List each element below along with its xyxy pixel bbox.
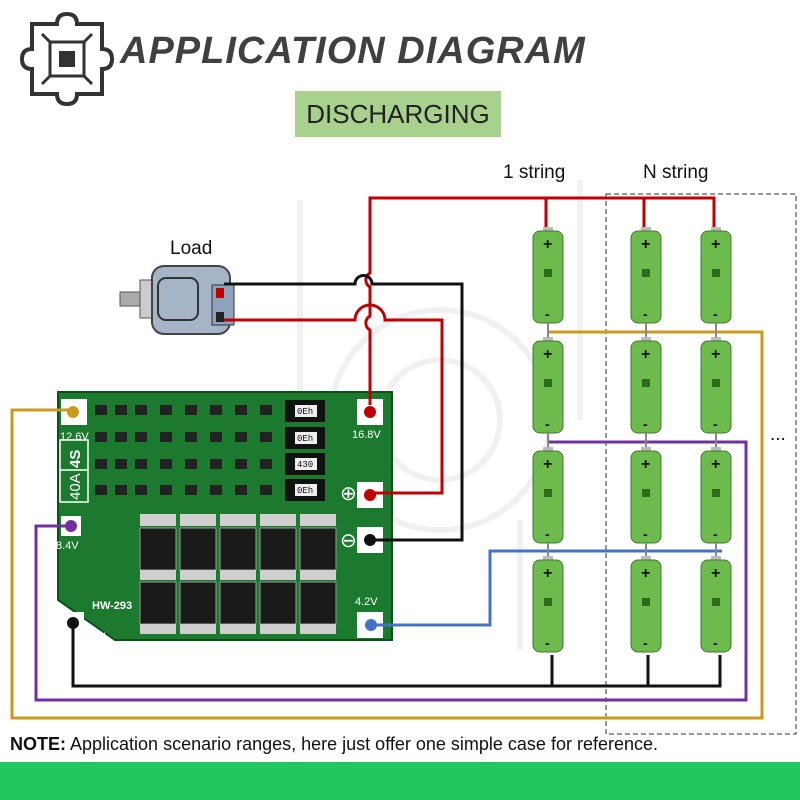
cell-minus-label: -	[713, 635, 718, 651]
battery-cell: +-	[700, 337, 732, 434]
battery-cell: +-	[532, 337, 564, 434]
cell-plus-label: +	[543, 346, 552, 363]
cell-minus-label: -	[643, 635, 648, 651]
cell-plus-label: +	[711, 565, 720, 582]
mosfets	[139, 527, 337, 625]
cell-minus-label: -	[713, 416, 718, 432]
footer-bar	[0, 762, 800, 800]
cell-plus-label: +	[711, 456, 720, 473]
wire-motor-positive	[224, 303, 444, 495]
motor-load	[119, 265, 235, 335]
cell-plus-label: +	[543, 565, 552, 582]
battery-cells: +-+-+-+-+-+-+-+-+-+-+-+-	[532, 227, 732, 653]
cell-minus-label: -	[713, 526, 718, 542]
label-0v: 0V	[92, 631, 106, 643]
cell-plus-label: +	[641, 565, 650, 582]
cell-plus-label: +	[641, 346, 650, 363]
ic-chips	[285, 400, 325, 501]
cell-minus-label: -	[545, 526, 550, 542]
cell-minus-label: -	[643, 526, 648, 542]
chip-code: 0Eh	[297, 407, 313, 417]
bms-board	[57, 391, 393, 641]
wire-positive-bus	[364, 196, 716, 405]
label-12v6: 12.6V	[60, 431, 89, 443]
battery-cell: +-	[532, 556, 564, 653]
battery-cell: +-	[630, 227, 662, 324]
battery-cell: +-	[700, 447, 732, 544]
cell-plus-label: +	[543, 236, 552, 253]
label-16v8: 16.8V	[352, 429, 381, 441]
plus-symbol: ⊕	[340, 483, 357, 505]
cell-plus-label: +	[711, 236, 720, 253]
cell-minus-label: -	[545, 635, 550, 651]
rating-current: 40A	[67, 473, 84, 500]
battery-cell: +-	[700, 556, 732, 653]
wire-motor-negative	[224, 274, 464, 542]
rating-cells: 4S	[67, 450, 84, 468]
wire-12v6	[10, 330, 764, 720]
chip-code: 0Eh	[297, 434, 313, 444]
more-strings-ellipsis: ...	[770, 424, 786, 445]
cell-minus-label: -	[643, 416, 648, 432]
cell-plus-label: +	[641, 236, 650, 253]
cell-minus-label: -	[643, 306, 648, 322]
cell-minus-label: -	[545, 306, 550, 322]
wire-4v2	[372, 549, 722, 627]
note: NOTE: Application scenario ranges, here …	[10, 734, 658, 755]
battery-cell: +-	[532, 447, 564, 544]
battery-cell: +-	[532, 227, 564, 324]
wire-8v4	[34, 440, 748, 702]
one-string-label: 1 string	[503, 162, 566, 183]
chip-codes: 0Eh 0Eh 430 0Eh	[297, 407, 313, 496]
note-prefix: NOTE:	[10, 734, 66, 754]
minus-symbol: ⊖	[340, 530, 357, 552]
chip-code: 430	[297, 460, 313, 470]
label-4v2: 4.2V	[355, 596, 378, 608]
battery-cell: +-	[630, 447, 662, 544]
n-string-box	[605, 193, 797, 735]
battery-cell: +-	[630, 556, 662, 653]
chip-code: 0Eh	[297, 486, 313, 496]
cell-plus-label: +	[641, 456, 650, 473]
label-8v4: 8.4V	[56, 540, 79, 552]
cell-minus-label: -	[713, 306, 718, 322]
n-string-label: N string	[643, 162, 709, 183]
page-title: APPLICATION DIAGRAM	[120, 30, 586, 72]
cell-plus-label: +	[543, 456, 552, 473]
battery-cell: +-	[700, 227, 732, 324]
note-text: Application scenario ranges, here just o…	[66, 734, 658, 754]
board-model: HW-293	[92, 600, 132, 612]
cell-plus-label: +	[711, 346, 720, 363]
mode-badge: DISCHARGING	[295, 91, 501, 137]
cell-minus-label: -	[545, 416, 550, 432]
battery-cell: +-	[630, 337, 662, 434]
wire-0v	[71, 623, 722, 688]
puzzle-logo	[19, 11, 115, 107]
load-label: Load	[170, 238, 213, 259]
